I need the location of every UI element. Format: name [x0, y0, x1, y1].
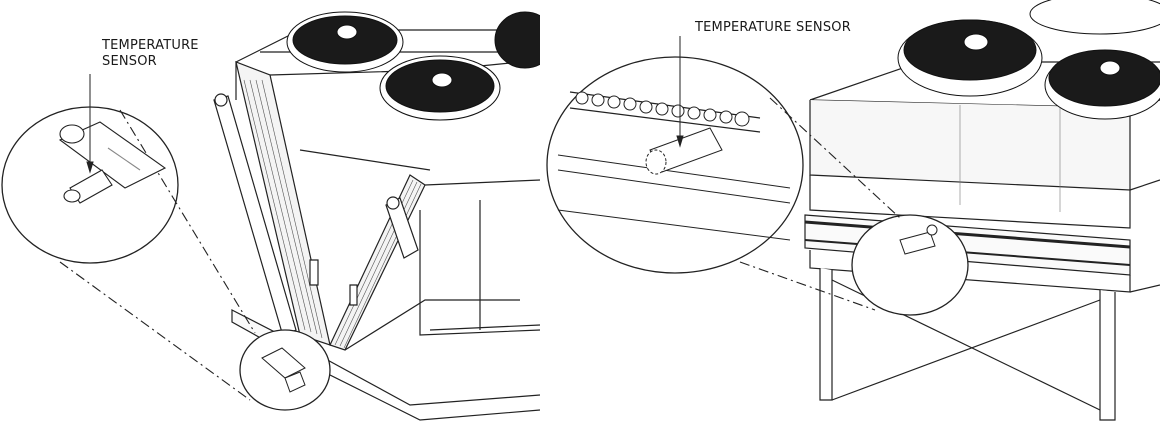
right-leader-line [676, 36, 684, 148]
fan-c [1029, 0, 1160, 35]
left-callout-line2: SENSOR [102, 54, 157, 69]
fan-2 [379, 55, 501, 121]
right-callout-label: TEMPERATURE SENSOR [695, 20, 851, 35]
right-cooler-drawing [546, 0, 1160, 421]
right-source-circle [851, 214, 969, 316]
left-cooler-drawing [1, 11, 540, 421]
zoomed-pipe-detail [58, 121, 167, 204]
fan-b [1044, 49, 1160, 120]
cabinet-front [809, 100, 1131, 191]
left-figure: TEMPERATURE SENSOR [0, 0, 540, 425]
fan-1 [286, 11, 404, 73]
leg-front-left [819, 268, 833, 401]
leg-front-right [1099, 290, 1116, 421]
right-coil-panel [329, 174, 426, 351]
right-figure: TEMPERATURE SENSOR [540, 0, 1160, 425]
fan-a [897, 19, 1043, 97]
left-leader-line [86, 74, 94, 174]
left-callout-label: TEMPERATURE SENSOR [102, 38, 199, 70]
right-connector-lines [739, 97, 901, 311]
fan-3 [494, 11, 540, 69]
left-callout-line1: TEMPERATURE [102, 38, 199, 53]
right-zoomed-detail [557, 91, 791, 241]
magnifier-connector-lines [59, 109, 256, 401]
